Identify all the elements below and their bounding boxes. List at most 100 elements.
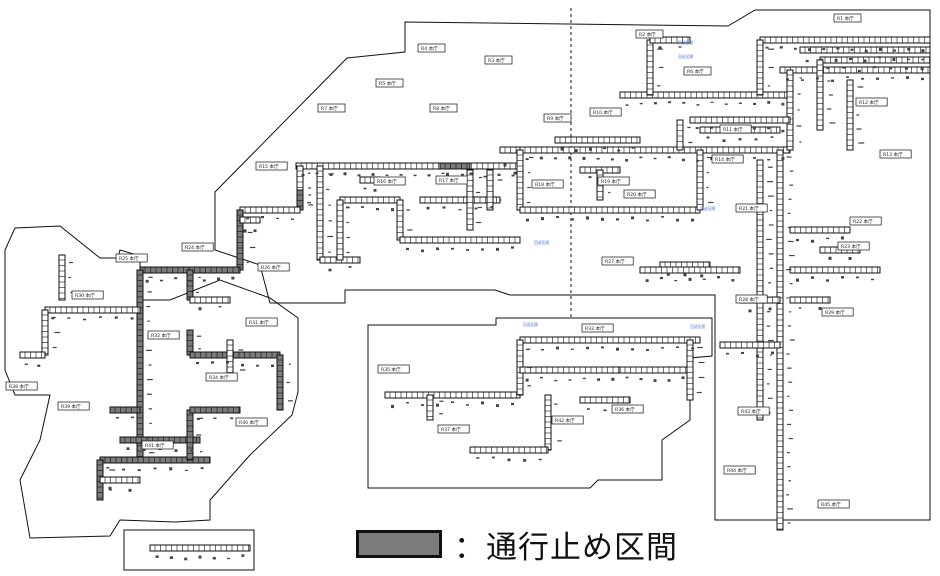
station-mark (142, 448, 146, 452)
station-mark (788, 198, 792, 200)
station-mark (616, 218, 619, 221)
segment-band (316, 165, 324, 261)
station-mark (511, 174, 515, 177)
route-label: R42 本庁 (551, 415, 584, 425)
route-label: R8 本庁 (429, 103, 458, 113)
station-mark (227, 557, 231, 560)
route-label-box (623, 189, 656, 199)
route-segment (756, 159, 764, 421)
station-mark (786, 269, 792, 271)
station-mark (526, 366, 533, 369)
station-mark (526, 348, 529, 351)
station-mark (906, 58, 910, 61)
station-mark (527, 385, 532, 387)
route-segment (44, 306, 141, 314)
route-label: R25 本庁 (115, 253, 148, 263)
station-mark (781, 129, 785, 133)
segment-band (779, 66, 931, 74)
station-mark (820, 58, 824, 61)
station-mark (328, 251, 331, 253)
route-label-box (879, 149, 912, 159)
station-mark (706, 156, 713, 159)
region-outline-2 (4, 225, 299, 539)
route-label-box (5, 381, 38, 391)
station-mark (196, 362, 199, 365)
station-mark (781, 157, 785, 160)
station-mark (407, 229, 413, 231)
route-label-box (551, 415, 584, 425)
route-label: R1 本庁 (833, 13, 862, 23)
station-mark (709, 127, 713, 129)
station-mark (507, 458, 511, 462)
station-mark (857, 69, 861, 73)
station-mark (871, 278, 874, 281)
route-segment (439, 162, 471, 170)
station-mark (906, 76, 909, 79)
station-mark (768, 339, 774, 342)
route-label: R18 本庁 (531, 179, 564, 189)
route-label-text: R21 本庁 (739, 205, 759, 212)
station-mark (695, 127, 699, 130)
segment-band (676, 119, 684, 151)
route-segment (336, 199, 344, 261)
station-mark (756, 354, 759, 357)
station-mark (238, 349, 244, 351)
station-mark (617, 149, 621, 152)
station-mark (291, 218, 294, 220)
station-mark (741, 351, 744, 354)
station-mark (786, 78, 789, 81)
station-mark (674, 279, 678, 282)
station-mark (346, 206, 350, 209)
station-mark (827, 80, 831, 82)
station-mark (326, 188, 330, 191)
station-mark (474, 207, 478, 210)
station-mark (752, 157, 756, 159)
station-mark (608, 191, 611, 194)
route-label-box (375, 78, 404, 88)
route-label: R41 本庁 (141, 440, 174, 450)
station-mark (828, 94, 833, 96)
station-mark (253, 229, 257, 233)
station-mark (196, 434, 202, 436)
route-label: R10 本庁 (589, 107, 622, 117)
route-label: R15 本庁 (255, 161, 288, 171)
station-mark (446, 172, 449, 176)
station-mark (51, 317, 55, 320)
station-mark (676, 218, 679, 222)
station-mark (466, 249, 469, 251)
station-mark (539, 376, 543, 379)
route-segment (756, 39, 764, 96)
route-segment (136, 269, 144, 461)
station-mark (148, 364, 152, 366)
station-mark (678, 46, 682, 48)
route-label-box (723, 465, 756, 475)
station-mark (786, 297, 789, 299)
blue-note: 回送区間 (678, 54, 693, 59)
route-label: R16 本庁 (373, 176, 406, 186)
route-label: R36 本庁 (611, 404, 644, 414)
station-mark (765, 46, 769, 49)
legend: ：通行止め区間 (356, 522, 678, 566)
route-label: R28 本庁 (735, 294, 768, 304)
route-label-box (71, 290, 104, 300)
route-label-text: R39 本庁 (61, 403, 81, 410)
station-mark (787, 466, 791, 468)
route-label-box (711, 154, 744, 164)
station-mark (850, 48, 854, 51)
station-mark (288, 363, 291, 365)
route-label-box (855, 97, 888, 107)
station-mark (796, 238, 799, 242)
station-mark (348, 266, 352, 268)
route-label: R7 本庁 (317, 103, 346, 113)
station-mark (767, 126, 771, 130)
segment-band (189, 296, 231, 304)
route-label-text: R22 本庁 (853, 218, 873, 225)
station-mark (691, 218, 694, 222)
segment-band (58, 254, 66, 301)
route-label-text: R11 本庁 (723, 126, 743, 133)
station-mark (560, 147, 564, 151)
station-mark (451, 401, 454, 404)
station-mark (828, 256, 832, 260)
region-outline-3 (367, 317, 713, 489)
route-segment (646, 39, 654, 96)
